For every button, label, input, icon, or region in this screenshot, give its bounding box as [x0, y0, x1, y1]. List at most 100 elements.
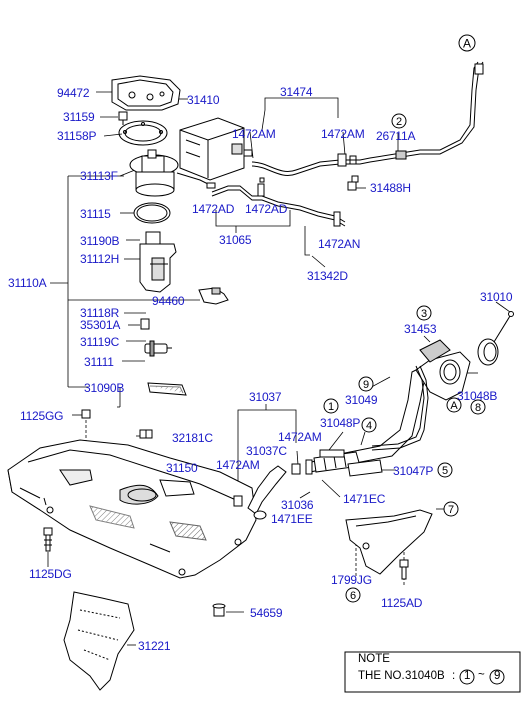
- note-separator: :: [452, 670, 456, 682]
- label-35301A: 35301A: [80, 318, 121, 332]
- fuel-cap-31010: [477, 311, 514, 366]
- label-31410: 31410: [187, 93, 220, 107]
- note-range-tilde: ~: [478, 669, 485, 681]
- label-31049: 31049: [345, 393, 378, 407]
- ring-31158P: [118, 120, 168, 146]
- callout-2: 2: [391, 113, 407, 129]
- bolt-1125GG: [81, 409, 91, 419]
- label-31111: 31111: [84, 355, 114, 369]
- label-94460: 94460: [152, 294, 185, 308]
- label-31036: 31036: [281, 498, 314, 512]
- label-1472AM-b: 1472AM: [321, 127, 365, 141]
- note-range-end: 9: [494, 670, 501, 682]
- sender-unit-94460: [198, 287, 229, 305]
- label-31037C: 31037C: [246, 444, 287, 458]
- label-31342D: 31342D: [307, 269, 348, 283]
- label-26711A: 26711A: [376, 129, 416, 143]
- label-31150: 31150: [166, 461, 198, 475]
- label-31190B: 31190B: [80, 234, 120, 248]
- note-prefix: THE NO.: [358, 670, 405, 682]
- fuel-pump-flange-31113F: [129, 149, 216, 197]
- label-31010: 31010: [480, 290, 513, 304]
- label-54659: 54659: [250, 606, 283, 620]
- label-31159: 31159: [63, 110, 95, 124]
- label-1125GG: 1125GG: [20, 409, 64, 423]
- label-1125AD: 1125AD: [381, 596, 423, 610]
- svg-text:5: 5: [442, 465, 448, 477]
- label-31037: 31037: [249, 390, 282, 404]
- label-1471EC: 1471EC: [343, 492, 386, 506]
- label-94472: 94472: [57, 86, 90, 100]
- label-31474: 31474: [280, 85, 313, 99]
- label-1799JG: 1799JG: [331, 573, 372, 587]
- callout-6: 6: [345, 587, 361, 603]
- svg-text:9: 9: [363, 379, 369, 391]
- label-31453: 31453: [404, 322, 437, 336]
- callout-5: 5: [437, 462, 453, 478]
- label-31090B: 31090B: [84, 381, 125, 395]
- svg-text:8: 8: [475, 402, 481, 414]
- hose-31048P: [319, 449, 345, 458]
- label-31048P: 31048P: [320, 416, 361, 430]
- label-31112H: 31112H: [80, 252, 120, 266]
- label-1472AD-a: 1472AD: [192, 202, 235, 216]
- svg-text:7: 7: [448, 504, 454, 516]
- bolt-1125AD: [399, 559, 409, 580]
- callout-1: 1: [323, 398, 339, 414]
- svg-text:6: 6: [350, 590, 356, 602]
- bolt-31159: [118, 111, 128, 125]
- bolt-1125DG: [43, 527, 53, 552]
- label-1472AM-a: 1472AM: [232, 127, 276, 141]
- svg-text:1: 1: [328, 401, 334, 413]
- svg-text:3: 3: [421, 308, 427, 320]
- callout-8: 8: [470, 399, 486, 415]
- note-title: NOTE: [358, 653, 390, 665]
- svg-text:2: 2: [396, 116, 402, 128]
- plug-54659: [212, 603, 226, 617]
- pump-31111: [144, 340, 172, 357]
- filter-31090B: [147, 382, 187, 396]
- label-31118R: 31118R: [80, 306, 120, 320]
- gasket-31115: [133, 202, 171, 224]
- vapor-hoses-31474: [251, 61, 484, 176]
- label-1472AD-b: 1472AD: [245, 202, 288, 216]
- label-31115: 31115: [80, 207, 111, 221]
- callout-A-top: A: [458, 34, 476, 52]
- label-1125DG: 1125DG: [29, 567, 72, 581]
- label-31110A: 31110A: [8, 276, 47, 290]
- label-1472AM-c: 1472AM: [278, 430, 322, 444]
- hose-31047P: [347, 459, 383, 477]
- fuel-pump-body: [139, 231, 177, 293]
- callout-3: 3: [416, 305, 432, 321]
- vent-hose-31065: [211, 177, 346, 227]
- callout-A-mid: A: [446, 397, 462, 413]
- clip-31488H: [347, 175, 359, 191]
- heat-shield-31221: [63, 591, 135, 691]
- filler-neck-31049: [305, 339, 471, 473]
- callout-9: 9: [358, 376, 374, 392]
- label-32181C: 32181C: [172, 431, 213, 445]
- label-1471EE: 1471EE: [271, 512, 313, 526]
- label-31113F: 31113F: [80, 169, 118, 183]
- bracket-1799JG: [345, 509, 433, 575]
- label-31221: 31221: [138, 639, 171, 653]
- clip-32181C: [139, 429, 153, 439]
- note-part-number: 31040B: [405, 670, 445, 682]
- fuel-tank-31150: [7, 439, 257, 579]
- label-31488H: 31488H: [370, 181, 411, 195]
- label-31119C: 31119C: [80, 335, 120, 349]
- label-1472AM-d: 1472AM: [216, 458, 260, 472]
- label-31047P: 31047P: [393, 464, 434, 478]
- clamp-1471EE: [253, 510, 267, 520]
- label-31048B: 31048B: [457, 389, 498, 403]
- note-box: [344, 651, 521, 693]
- label-31065: 31065: [219, 233, 252, 247]
- canister-31410: [179, 117, 253, 181]
- note-range-start: 1: [464, 670, 471, 682]
- hose-31037: [233, 463, 301, 515]
- clip-35301A: [140, 318, 150, 330]
- label-1472AN: 1472AN: [318, 237, 361, 251]
- callout-7: 7: [443, 501, 459, 517]
- callout-4: 4: [361, 417, 377, 433]
